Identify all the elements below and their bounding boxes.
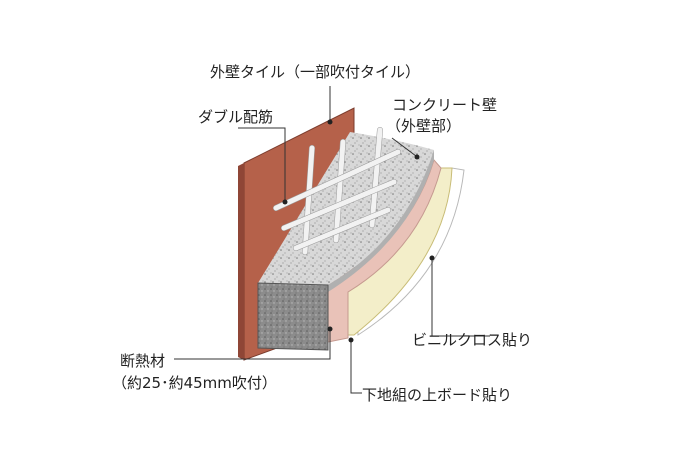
label-double-rebar: ダブル配筋 xyxy=(198,108,274,126)
label-concrete-wall-line1: コンクリート壁 xyxy=(392,96,498,114)
label-vinyl-cloth: ビニルクロス貼り xyxy=(412,331,533,349)
leader-lines xyxy=(174,86,490,394)
label-board: 下地組の上ボード貼り xyxy=(362,386,513,404)
label-insulation-line2: （約25･約45mm吹付） xyxy=(112,374,277,392)
label-concrete-wall-line2: （外壁部） xyxy=(386,117,462,135)
label-insulation-line1: 断熱材 xyxy=(120,352,166,370)
label-exterior-tile: 外壁タイル（一部吹付タイル） xyxy=(210,63,421,81)
double-rebar xyxy=(273,127,401,255)
leader-dots xyxy=(282,119,435,343)
